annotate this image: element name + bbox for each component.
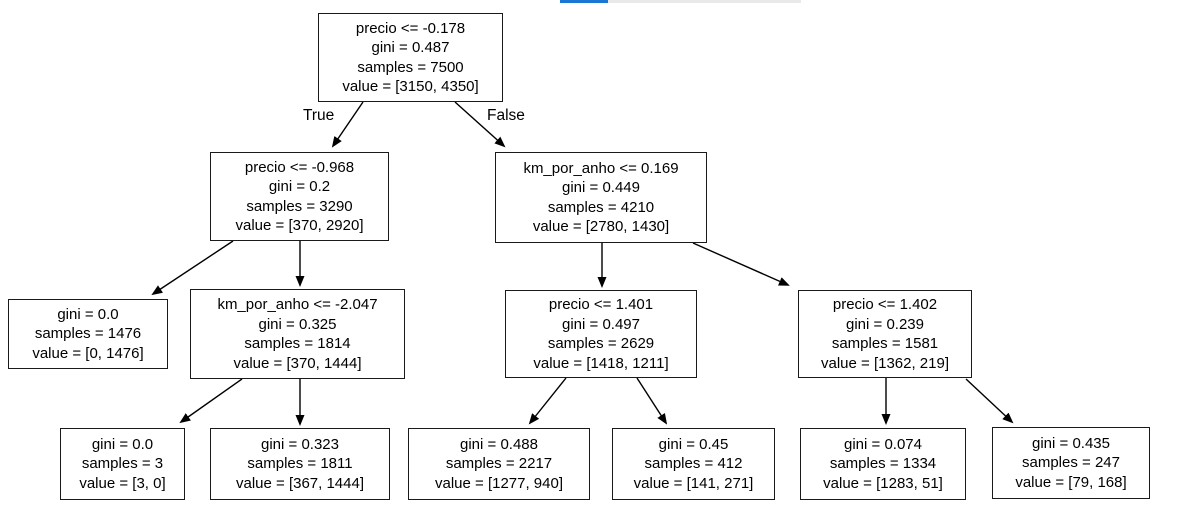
node-gini: gini = 0.2 <box>268 178 331 195</box>
edge-split2-to-leaf3 <box>528 377 567 425</box>
tree-node-depth1-right: km_por_anho <= 0.169 gini = 0.449 sample… <box>495 152 707 243</box>
tree-node-depth2-leaf-1: gini = 0.0 samples = 1476 value = [0, 14… <box>8 299 168 369</box>
node-samples: samples = 3 <box>81 455 164 473</box>
node-condition: km_por_anho <= -2.047 <box>217 296 378 313</box>
node-value: value = [370, 2920] <box>235 217 364 234</box>
node-samples: samples = 2217 <box>445 455 553 473</box>
node-samples: samples = 3290 <box>246 197 353 215</box>
edge-label-false: False <box>487 107 525 124</box>
tree-node-root: precio <= -0.178 gini = 0.487 samples = … <box>318 13 503 102</box>
node-value: value = [79, 168] <box>1015 473 1127 491</box>
node-value: value = [370, 1444] <box>233 354 362 372</box>
node-samples: samples = 1334 <box>829 455 937 473</box>
node-gini: gini = 0.488 <box>460 435 538 453</box>
horizontal-scrollbar-thumb[interactable] <box>560 0 608 3</box>
node-value: value = [1418, 1211] <box>533 354 669 372</box>
node-value: value = [367, 1444] <box>235 474 365 492</box>
node-gini: gini = 0.0 <box>57 305 119 323</box>
node-value: value = [1277, 940] <box>434 474 564 492</box>
edge-left-to-leaf1476 <box>151 240 234 296</box>
node-value: value = [3150, 4350] <box>342 78 479 95</box>
node-samples: samples = 2629 <box>547 335 655 352</box>
edge-root-to-left <box>331 101 364 148</box>
node-gini: gini = 0.074 <box>844 435 922 453</box>
tree-node-depth2-split-1: km_por_anho <= -2.047 gini = 0.325 sampl… <box>190 289 405 379</box>
tree-node-leaf-6: gini = 0.435 samples = 247 value = [79, … <box>992 427 1150 499</box>
node-condition: precio <= 1.402 <box>832 296 938 313</box>
edge-split2-to-leaf4 <box>636 377 668 425</box>
node-samples: samples = 7500 <box>357 58 464 76</box>
node-value: value = [2780, 1430] <box>532 218 670 235</box>
node-gini: gini = 0.497 <box>562 315 640 333</box>
edge-label-true: True <box>303 107 335 124</box>
node-gini: gini = 0.0 <box>91 435 154 453</box>
edge-split1-to-leaf1 <box>179 378 243 424</box>
node-condition: precio <= -0.178 <box>355 19 466 37</box>
node-gini: gini = 0.323 <box>261 435 339 453</box>
node-samples: samples = 247 <box>1022 454 1120 472</box>
tree-node-leaf-1: gini = 0.0 samples = 3 value = [3, 0] <box>60 428 185 500</box>
node-condition: km_por_anho <= 0.169 <box>523 159 679 177</box>
horizontal-scrollbar-track[interactable] <box>560 0 801 3</box>
node-gini: gini = 0.435 <box>1032 434 1110 452</box>
node-value: value = [1362, 219] <box>820 354 950 372</box>
node-gini: gini = 0.449 <box>562 179 640 196</box>
tree-node-leaf-5: gini = 0.074 samples = 1334 value = [128… <box>800 428 966 500</box>
node-gini: gini = 0.45 <box>658 435 729 453</box>
node-gini: gini = 0.239 <box>846 315 924 333</box>
node-samples: samples = 1476 <box>34 325 142 343</box>
node-samples: samples = 1811 <box>247 455 353 473</box>
node-value: value = [0, 1476] <box>32 344 144 362</box>
node-samples: samples = 1814 <box>244 335 351 352</box>
node-samples: samples = 4210 <box>547 198 655 216</box>
node-gini: gini = 0.325 <box>258 315 337 333</box>
tree-node-leaf-2: gini = 0.323 samples = 1811 value = [367… <box>210 428 390 500</box>
node-value: value = [3, 0] <box>79 474 166 492</box>
node-gini: gini = 0.487 <box>371 39 450 56</box>
node-samples: samples = 1581 <box>831 335 939 352</box>
node-condition: precio <= 1.401 <box>548 296 654 313</box>
tree-node-depth2-split-2: precio <= 1.401 gini = 0.497 samples = 2… <box>505 290 697 378</box>
edge-split3-to-leaf6 <box>965 378 1014 424</box>
tree-node-leaf-3: gini = 0.488 samples = 2217 value = [127… <box>408 428 590 500</box>
edge-right-to-split3 <box>692 242 790 286</box>
node-value: value = [141, 271] <box>633 474 754 492</box>
node-value: value = [1283, 51] <box>823 474 943 492</box>
tree-node-leaf-4: gini = 0.45 samples = 412 value = [141, … <box>612 428 775 500</box>
node-samples: samples = 412 <box>644 455 743 473</box>
node-condition: precio <= -0.968 <box>244 158 355 176</box>
tree-node-depth1-left: precio <= -0.968 gini = 0.2 samples = 32… <box>210 152 389 241</box>
tree-node-depth2-split-3: precio <= 1.402 gini = 0.239 samples = 1… <box>798 290 972 378</box>
